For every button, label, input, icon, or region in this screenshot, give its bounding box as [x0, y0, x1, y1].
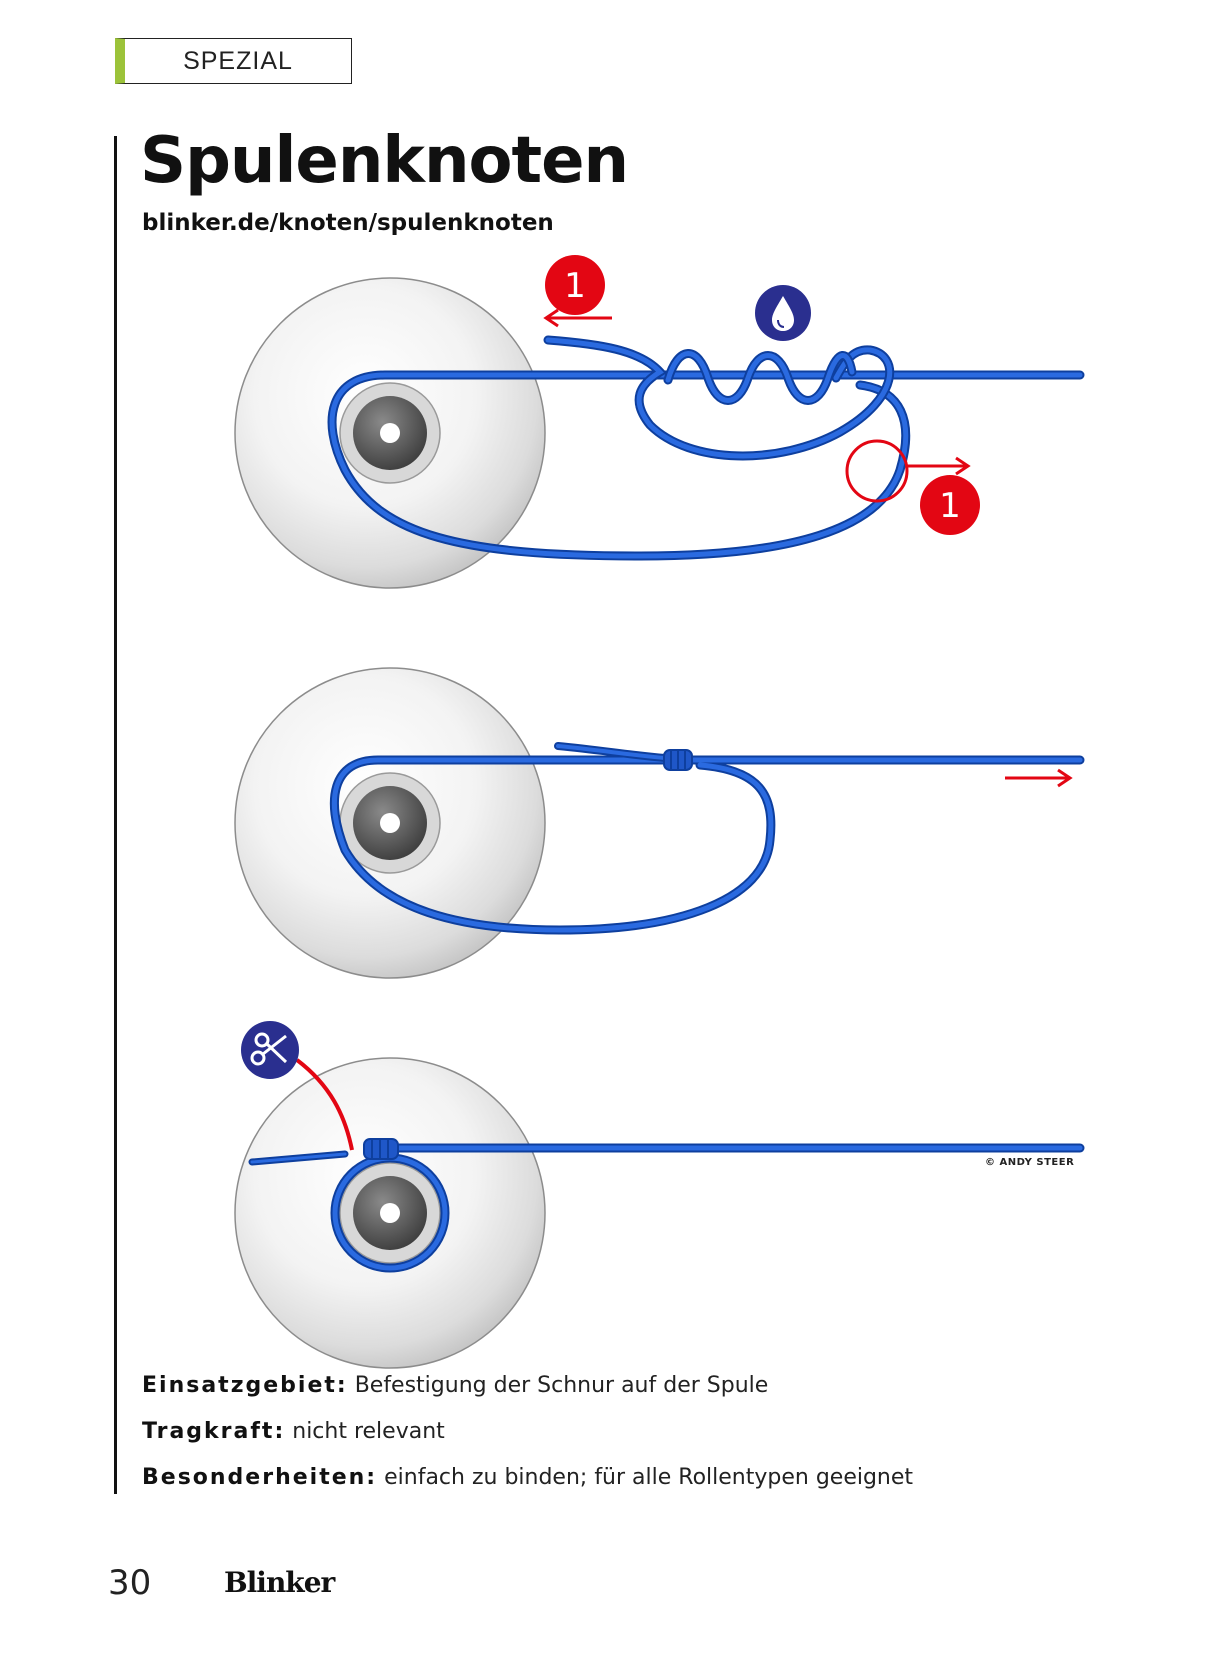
highlight-circle — [845, 439, 971, 503]
scissors-icon — [241, 1021, 299, 1079]
step-3-panel — [234, 1021, 1085, 1369]
fact-tragkraft: Tragkraft: nicht relevant — [142, 1419, 913, 1465]
step-badge-bottom: 1 — [920, 475, 980, 535]
fact-value: Befestigung der Schnur auf der Spule — [354, 1373, 769, 1398]
spool-2-hole — [380, 813, 400, 833]
knot-wraps-2 — [663, 749, 693, 771]
fact-value: nicht relevant — [292, 1419, 445, 1444]
knot-wraps-3 — [363, 1138, 399, 1160]
line-step-2 — [329, 742, 1085, 935]
step-badge-top: 1 — [545, 255, 605, 315]
pull-arrow-left — [543, 308, 612, 328]
fact-value: einfach zu binden; für alle Rollentypen … — [384, 1465, 914, 1490]
brand-logo: Blinker — [224, 1566, 335, 1599]
spool-3-hole — [380, 1203, 400, 1223]
cut-arc — [295, 1058, 354, 1151]
svg-text:1: 1 — [564, 266, 586, 306]
page-title: Spulenknoten — [140, 124, 629, 198]
article-url: blinker.de/knoten/spulenknoten — [142, 210, 554, 236]
water-drop-icon — [755, 285, 811, 341]
spool-1-hole — [380, 423, 400, 443]
svg-text:1: 1 — [939, 486, 961, 526]
vertical-rule — [114, 136, 117, 1494]
section-tag: SPEZIAL — [115, 38, 352, 84]
fact-label: Tragkraft: — [142, 1419, 286, 1444]
knot-facts: Einsatzgebiet: Befestigung der Schnur au… — [142, 1373, 913, 1511]
image-credit: © ANDY STEER — [985, 1157, 1075, 1168]
step-2-panel — [234, 667, 1085, 979]
pull-arrow-right — [1005, 768, 1073, 788]
fact-besonderheiten: Besonderheiten: einfach zu binden; für a… — [142, 1465, 913, 1511]
step-1-panel: 1 1 — [234, 255, 1085, 589]
fact-einsatzgebiet: Einsatzgebiet: Befestigung der Schnur au… — [142, 1373, 913, 1419]
section-tag-label: SPEZIAL — [183, 46, 293, 75]
fact-label: Einsatzgebiet: — [142, 1373, 348, 1398]
page-number: 30 — [108, 1563, 152, 1603]
fact-label: Besonderheiten: — [142, 1465, 378, 1490]
